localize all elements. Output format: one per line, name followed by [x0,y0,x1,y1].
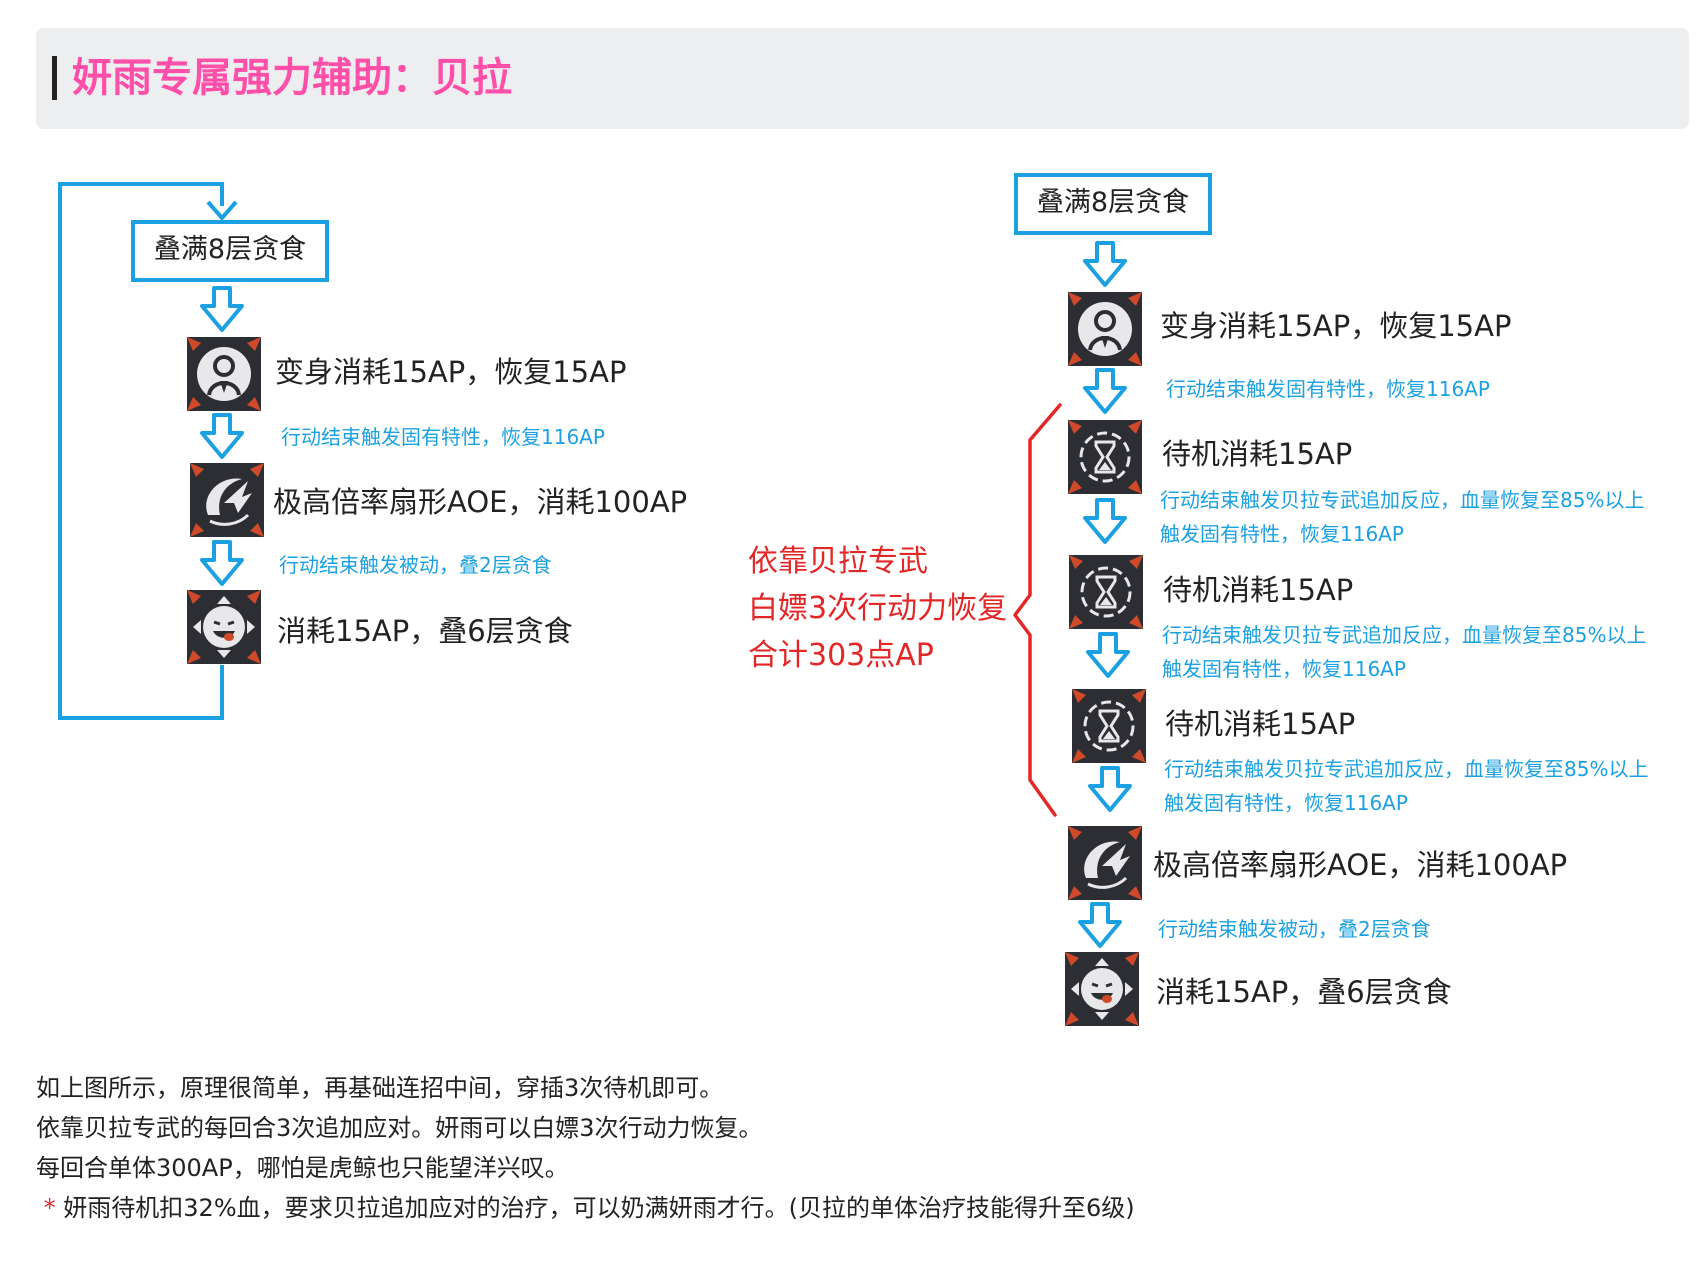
red-bracket [1013,403,1062,817]
footer-line-1: 如上图所示，原理很简单，再基础连招中间，穿插3次待机即可。 [36,1074,724,1102]
left-note-innate: 行动结束触发固有特性，恢复116AP [281,425,605,449]
arrow-down-icon [200,286,244,332]
left-note-passive: 行动结束触发被动，叠2层贪食 [279,553,552,577]
right-start-box: 叠满8层贪食 [1014,173,1212,235]
left-start-box: 叠满8层贪食 [131,220,329,282]
devour-face-icon [1065,952,1139,1026]
bracket-note-line-3: 合计303点AP [748,638,934,673]
arrow-down-icon [1083,241,1127,287]
footer-line-2: 依靠贝拉专武的每回合3次追加应对。妍雨可以白嫖3次行动力恢复。 [36,1114,763,1142]
arrow-down-icon [200,540,244,586]
arrow-down-icon [1086,632,1130,678]
right-step-aoe-label: 极高倍率扇形AOE，消耗100AP [1153,848,1568,882]
right-step-standby-1-label: 待机消耗15AP [1162,437,1353,471]
left-step-transform-label: 变身消耗15AP，恢复15AP [275,355,627,389]
footer-last-line: 妍雨待机扣32%血，要求贝拉追加应对的治疗，可以奶满妍雨才行。(贝拉的单体治疗技… [63,1194,1135,1222]
right-step-devour-label: 消耗15AP，叠6层贪食 [1156,975,1452,1009]
devour-face-icon [187,590,261,664]
bracket-note-line-1: 依靠贝拉专武 [748,544,928,579]
hourglass-icon [1072,689,1146,763]
arrow-down-icon [1083,368,1127,414]
section-header: 妍雨专属强力辅助：贝拉 [36,28,1689,129]
arrow-down-icon [1083,498,1127,544]
right-note-passive: 行动结束触发被动，叠2层贪食 [1158,917,1431,941]
arrow-down-icon [200,413,244,459]
footer-text: 如上图所示，原理很简单，再基础连招中间，穿插3次待机即可。 依靠贝拉专武的每回合… [36,1068,1135,1228]
transform-icon [187,337,261,411]
right-step-standby-3-label: 待机消耗15AP [1165,707,1356,741]
hourglass-icon [1068,420,1142,494]
hourglass-icon [1069,555,1143,629]
right-standby-1-note-1: 行动结束触发贝拉专武追加反应，血量恢复至85%以上 [1160,488,1645,512]
loop-line [58,182,224,720]
right-step-transform-label: 变身消耗15AP，恢复15AP [1160,309,1512,343]
footer-line-4: * 妍雨待机扣32%血，要求贝拉追加应对的治疗，可以奶满妍雨才行。(贝拉的单体治… [36,1188,1135,1228]
page-title: 妍雨专属强力辅助：贝拉 [72,55,512,101]
header-accent-bar [52,56,57,100]
right-standby-3-note-2: 触发固有特性，恢复116AP [1164,791,1408,815]
loop-arrowhead [206,200,238,222]
claw-slash-icon [190,463,264,537]
arrow-down-icon [1078,902,1122,948]
right-standby-3-note-1: 行动结束触发贝拉专武追加反应，血量恢复至85%以上 [1164,757,1649,781]
claw-slash-icon [1068,826,1142,900]
left-step-devour-label: 消耗15AP，叠6层贪食 [277,614,573,648]
right-standby-2-note-1: 行动结束触发贝拉专武追加反应，血量恢复至85%以上 [1162,623,1647,647]
bracket-note-line-2: 白嫖3次行动力恢复 [748,591,1008,626]
right-step-standby-2-label: 待机消耗15AP [1163,573,1354,607]
footer-line-3: 每回合单体300AP，哪怕是虎鲸也只能望洋兴叹。 [36,1154,569,1182]
left-step-aoe-label: 极高倍率扇形AOE，消耗100AP [273,485,688,519]
right-note-innate: 行动结束触发固有特性，恢复116AP [1166,377,1490,401]
right-standby-1-note-2: 触发固有特性，恢复116AP [1160,522,1404,546]
footer-star: * [43,1194,56,1222]
transform-icon [1068,292,1142,366]
arrow-down-icon [1088,766,1132,812]
right-standby-2-note-2: 触发固有特性，恢复116AP [1162,657,1406,681]
